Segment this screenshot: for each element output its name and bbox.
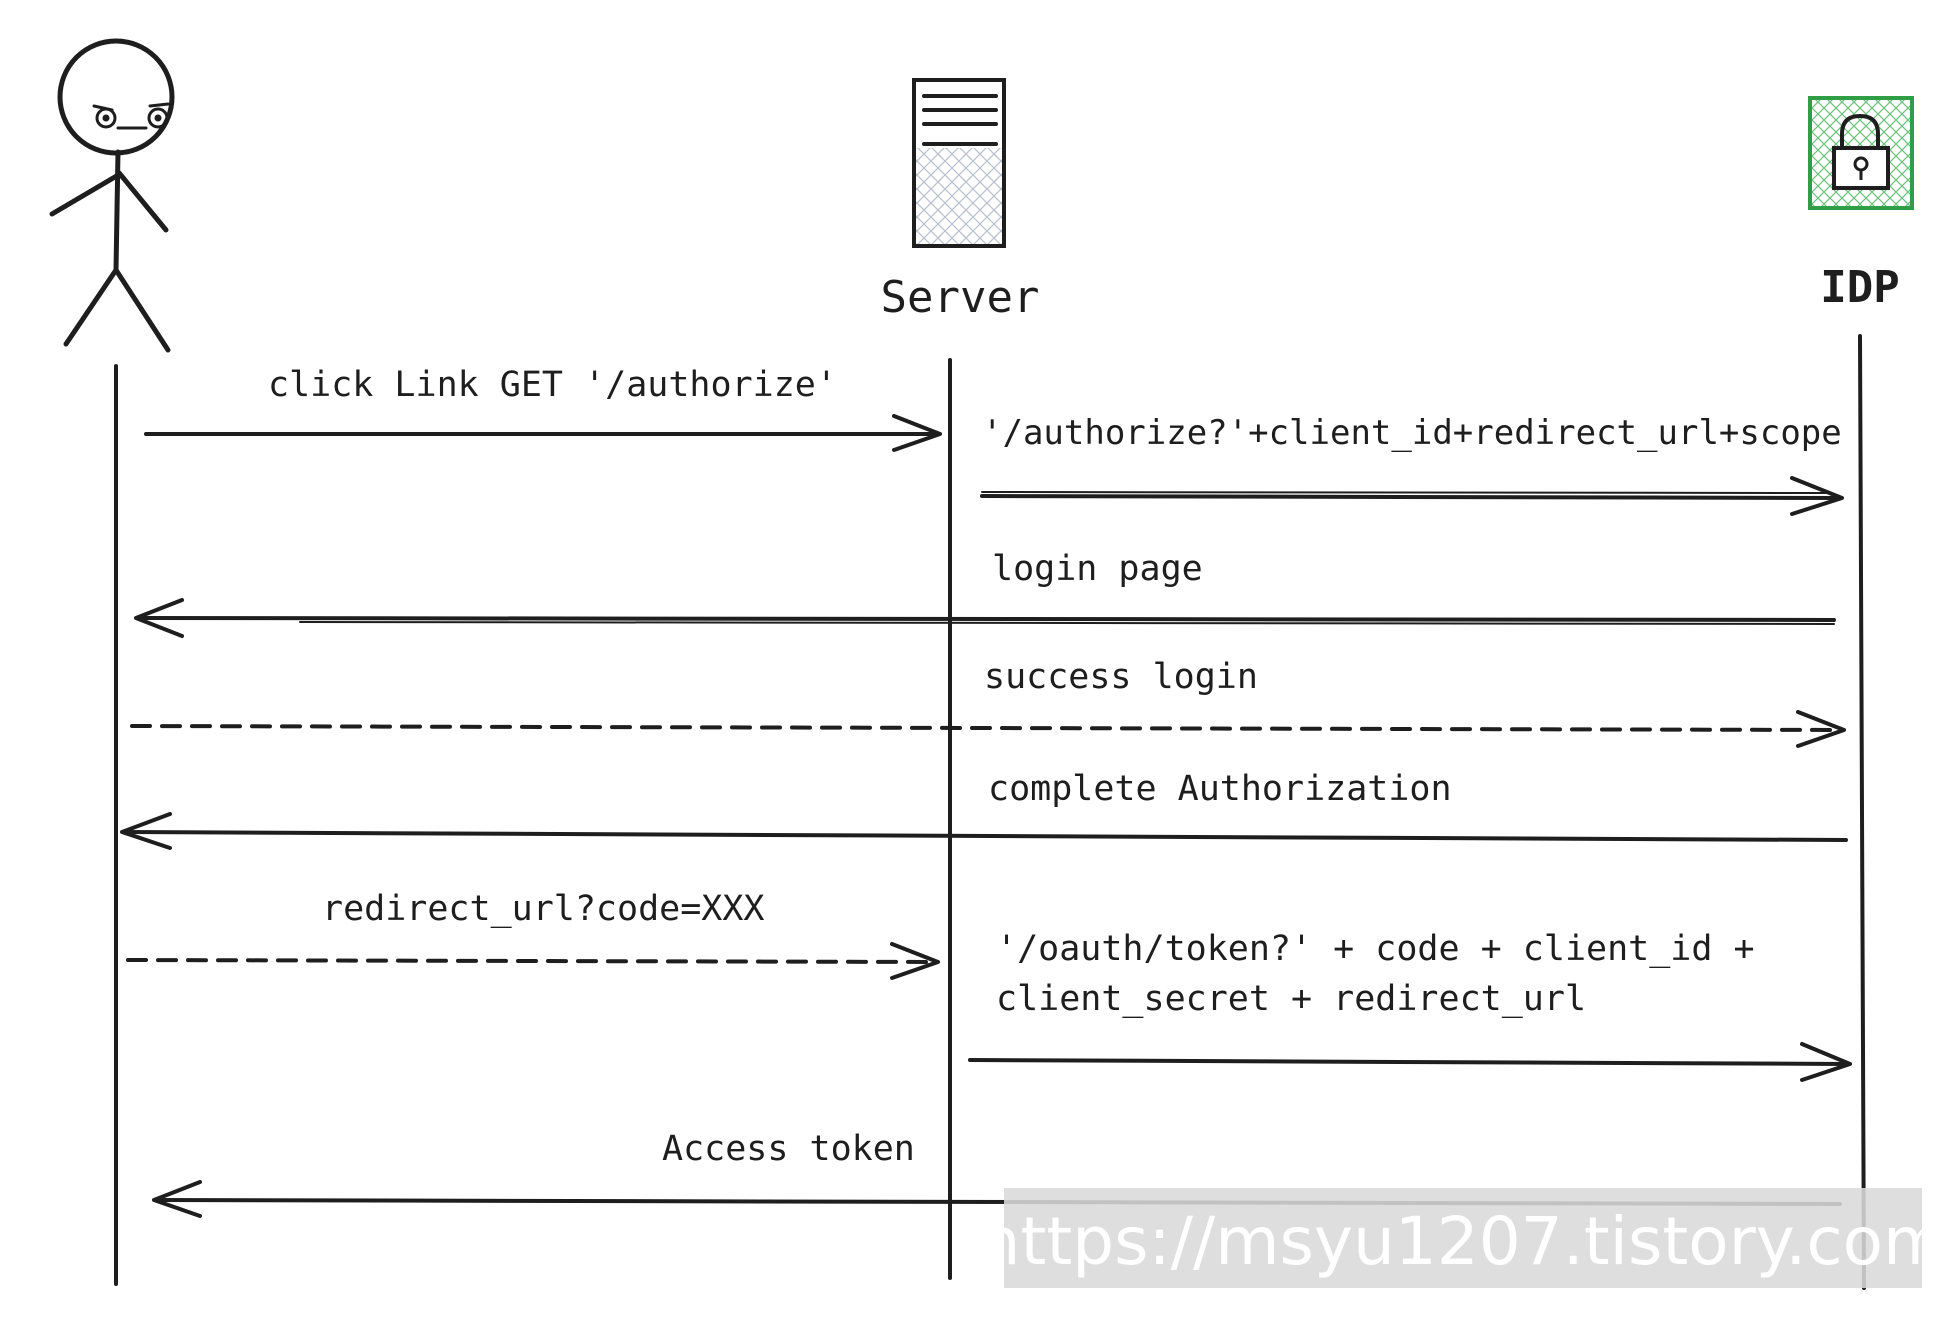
message-label: click Link GET '/authorize' [268, 365, 837, 405]
message-label: Access token [662, 1129, 915, 1169]
watermark: https://msyu1207.tistory.com [979, 1188, 1948, 1288]
message-label: complete Authorization [988, 769, 1452, 809]
idp-lock-icon [1808, 96, 1914, 210]
message-label: '/oauth/token?' + code + client_id + [996, 929, 1755, 969]
message-label: login page [992, 549, 1203, 589]
arrow-token-request [968, 1042, 1852, 1082]
user-actor-icon [49, 38, 175, 353]
message-label: '/authorize?'+client_id+redirect_url+sco… [982, 413, 1842, 453]
arrow-login-page [134, 598, 1836, 638]
idp-lifeline [1858, 334, 1866, 1290]
server-icon [912, 78, 1006, 248]
arrow-complete-authorization [120, 812, 1848, 850]
message-label: redirect_url?code=XXX [322, 889, 765, 929]
message-label: client_secret + redirect_url [996, 979, 1586, 1019]
arrow-redirect-code [126, 942, 940, 980]
message-label: success login [984, 657, 1258, 697]
arrow-click-link [144, 414, 942, 452]
arrow-success-login [130, 710, 1846, 748]
idp-label: IDP [1820, 262, 1899, 313]
watermark-text: https://msyu1207.tistory.com [979, 1203, 1948, 1280]
arrow-authorize-request [980, 476, 1844, 516]
server-label: Server [881, 272, 1040, 323]
